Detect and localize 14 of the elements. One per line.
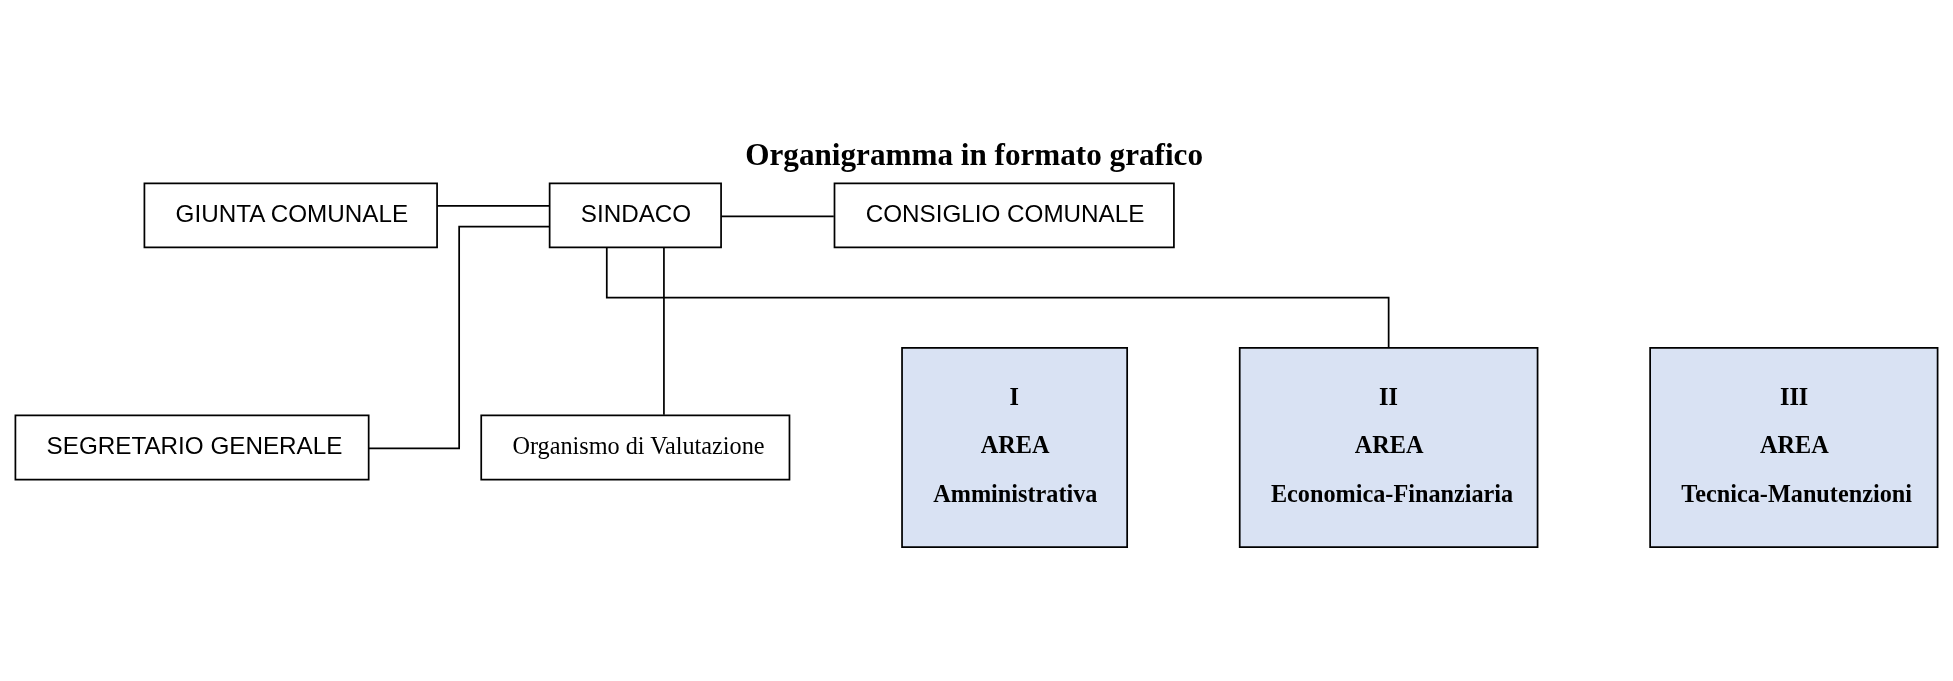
- node-box: SEGRETARIO GENERALE: [14, 414, 370, 480]
- node-box: Organismo di Valutazione: [480, 414, 791, 480]
- node-box: SINDACO: [548, 182, 722, 248]
- connector: [720, 214, 835, 217]
- diagram-title: Organigramma in formato grafico: [745, 136, 1204, 172]
- node-box: CONSIGLIO COMUNALE: [833, 182, 1175, 248]
- connector: [605, 246, 1390, 348]
- node-box: I AREA Amministrativa: [901, 346, 1129, 548]
- node-box: GIUNTA COMUNALE: [143, 182, 438, 248]
- connector: [663, 246, 665, 416]
- connector: [367, 225, 551, 449]
- node-box: II AREA Economica-Finanziaria: [1238, 346, 1539, 548]
- node-box: III AREA Tecnica-Manutenzioni: [1649, 346, 1939, 548]
- connector: [436, 204, 551, 207]
